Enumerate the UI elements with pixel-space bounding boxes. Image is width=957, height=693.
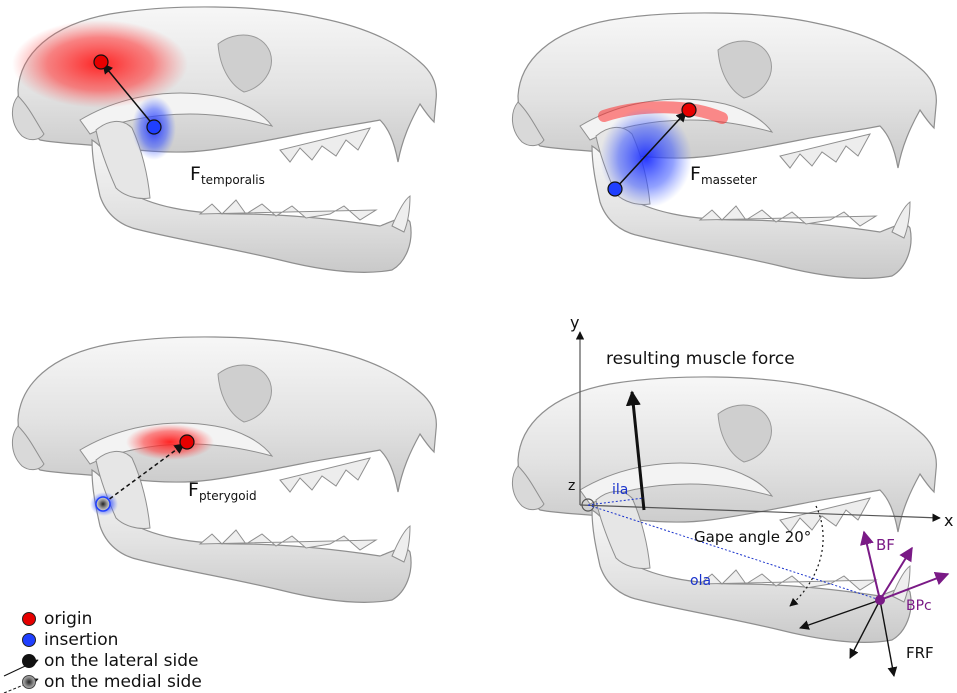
insertion-marker: [96, 497, 110, 511]
inlever-label: ila: [612, 482, 628, 498]
lateral-swatch: [22, 654, 36, 668]
origin-area: [126, 424, 214, 460]
bite-point-arrow: [880, 574, 948, 600]
origin-marker: [94, 55, 108, 69]
origin-swatch: [22, 612, 36, 626]
reaction-force-label: FRF: [906, 644, 934, 662]
legend-label: insertion: [44, 630, 118, 650]
panel-mechanics: y x z resulting muscle force ila ola Gap…: [512, 313, 953, 676]
gape-angle-label: Gape angle 20°: [694, 528, 811, 546]
skull-illustration: [512, 13, 936, 278]
resulting-force-label: resulting muscle force: [606, 349, 795, 369]
origin-marker: [682, 103, 696, 117]
force-label-temporalis: Ftemporalis: [190, 163, 265, 187]
legend-label: origin: [44, 609, 92, 629]
force-label-pterygoid: Fpterygoid: [188, 479, 257, 503]
panel-temporalis: Ftemporalis: [12, 7, 436, 272]
legend: origin insertion on the lateral side on …: [0, 606, 300, 693]
legend-item-medial: on the medial side: [44, 671, 202, 693]
insertion-marker: [608, 182, 622, 196]
force-label-masseter: Fmasseter: [690, 163, 757, 187]
panel-pterygoid: Fpterygoid: [12, 337, 436, 602]
legend-item-origin: origin: [44, 608, 92, 630]
insertion-marker: [147, 120, 161, 134]
z-axis-label: z: [568, 478, 575, 494]
legend-label: on the lateral side: [44, 651, 199, 671]
y-axis-label: y: [570, 313, 579, 332]
x-axis-label: x: [944, 511, 953, 530]
skull-illustration: [12, 337, 436, 602]
insertion-swatch: [22, 633, 36, 647]
panel-masseter: Fmasseter: [512, 13, 936, 278]
legend-item-lateral: on the lateral side: [44, 650, 199, 672]
legend-label: on the medial side: [44, 672, 202, 692]
bite-point-label: BPc: [906, 598, 932, 614]
origin-marker: [180, 435, 194, 449]
bite-point-marker: [875, 595, 885, 605]
medial-swatch: [22, 675, 36, 689]
legend-item-insertion: insertion: [44, 629, 118, 651]
outlever-label: ola: [690, 573, 711, 589]
bite-force-label: BF: [876, 536, 895, 554]
